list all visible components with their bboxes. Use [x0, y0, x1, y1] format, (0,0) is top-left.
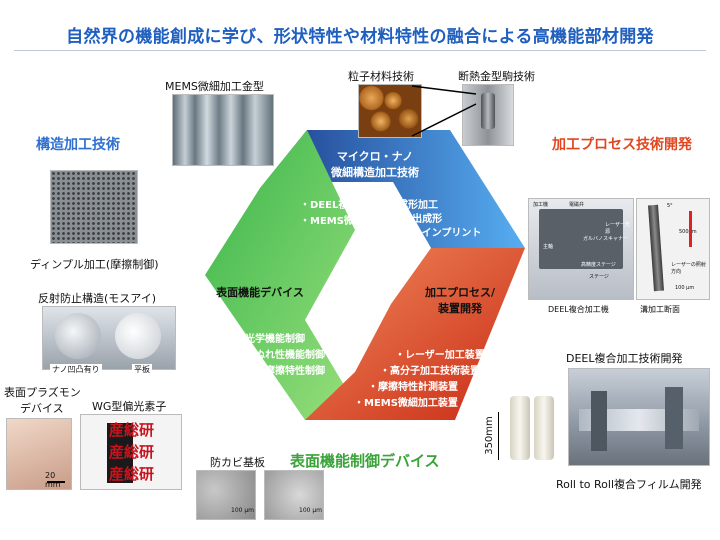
machine-body [539, 209, 623, 269]
plasmon-label-1: 表面プラズモン [4, 386, 81, 399]
red-title-1: 加工プロセス/ [424, 286, 496, 299]
aist-logo: 産総研 [109, 465, 155, 483]
r2r-label: Roll to Roll複合フィルム開発 [556, 478, 702, 491]
r2r-image [568, 368, 710, 466]
polarizer-chip [107, 423, 133, 483]
sample-disc-icon [55, 313, 101, 359]
antireflect-label: 反射防止構造(モスアイ) [38, 292, 157, 305]
structure-heading: 構造加工技術 [36, 137, 120, 153]
machine-tag: ガルバノスキャナー [583, 236, 629, 242]
blue-item-right: -射出成形 [398, 214, 443, 225]
hex-segment-blue [265, 130, 525, 248]
insulated-label: 断熱金型駒技術 [458, 70, 535, 83]
depth-tag: 500μm [679, 229, 697, 235]
title-divider [14, 50, 706, 51]
green-title: 表面機能デバイス [216, 286, 304, 299]
plasmon-image: 20 mm [6, 418, 72, 490]
particle-label: 粒子材料技術 [348, 70, 414, 83]
green-item: ・光学機能制御 [235, 334, 305, 345]
dimension-line [498, 412, 499, 460]
green-item: ・ぬれ性機能制御 [245, 350, 325, 361]
process-dev-heading: 加工プロセス技術開発 [552, 137, 692, 153]
machine-tag: 電磁弁 [569, 202, 585, 208]
flat-label: 平板 [132, 364, 152, 375]
laser-beam [689, 211, 692, 247]
hex-segment-red [305, 248, 525, 420]
red-item: ・レーザー加工装置 [395, 350, 485, 361]
machine-unit [665, 387, 683, 449]
scale-bar-label: 20 mm [45, 471, 61, 489]
scale-label: 100 μm [675, 285, 695, 291]
dimple-image [50, 170, 138, 244]
blue-item-right: -ナノインプリント [398, 228, 482, 239]
angle-tag: 5° [667, 203, 673, 209]
hex-diagram [205, 130, 525, 420]
wg-label: WG型偏光素子 [92, 400, 167, 413]
antimold-image-2: 100 μm [264, 470, 324, 520]
mems-mold-image [172, 94, 274, 166]
blue-title-2: 微細構造加工技術 [331, 166, 419, 179]
machine-tag: 加工機 [533, 202, 549, 208]
antireflect-image [42, 306, 176, 370]
film-roll-icon [510, 396, 530, 460]
surface-control-heading: 表面機能制御デバイス [290, 452, 440, 470]
machine-tag: レーザー光源 [605, 222, 630, 235]
blue-item-right: ・成形加工 [388, 200, 438, 211]
incident-tag: レーザーの照射方向 [671, 262, 706, 275]
dimension-label: 350mm [483, 416, 495, 455]
antimold-image-1: 100 μm [196, 470, 256, 520]
scale-label: 100 μm [299, 507, 323, 514]
mems-mold-label: MEMS微細加工金型 [165, 80, 264, 93]
connector-lines [411, 85, 477, 137]
red-item: ・高分子加工技術装置 [380, 366, 480, 377]
blue-title-1: マイクロ・ナノ [336, 150, 414, 163]
blue-item: ・DEEL複合加工 [300, 200, 379, 211]
aist-logo: 産総研 [109, 421, 155, 439]
plasmon-label-2: デバイス [20, 402, 64, 415]
deel-machine-label: DEEL複合加工機 [548, 305, 609, 314]
machine-unit [591, 391, 607, 451]
deel-machine-image: 加工機 電磁弁 レーザー光源 ガルバノスキャナー 主軸 高精度ステージ ステージ [528, 198, 634, 300]
blue-item: ・MEMS微細加工 [300, 216, 384, 227]
wg-image: 産総研 産総研 産総研 [80, 414, 182, 490]
mold-pin-icon [481, 93, 495, 129]
green-item: ・摩擦特性制御 [255, 366, 325, 377]
sample-disc-icon [115, 313, 161, 359]
groove-label: 溝加工断面 [640, 305, 680, 314]
red-item: ・摩擦特性計測装置 [368, 382, 458, 393]
insulated-image [462, 84, 514, 146]
deel-dev-label: DEEL複合加工技術開発 [566, 352, 683, 365]
film-roll-icon [534, 396, 554, 460]
groove-image: 5° 500μm レーザーの照射方向 100 μm [636, 198, 710, 300]
nano-with-label: ナノ凹凸有り [50, 364, 102, 375]
antimold-label: 防カビ基板 [210, 456, 265, 469]
scale-label: 100 μm [231, 507, 255, 514]
aist-logo: 産総研 [109, 443, 155, 461]
red-title-2: 装置開発 [438, 302, 482, 315]
groove-profile [648, 204, 664, 292]
machine-tag: 高精度ステージ [581, 262, 616, 268]
machine-tag: 主軸 [543, 244, 554, 250]
red-item: ・MEMS微細加工装置 [354, 398, 458, 409]
particle-image [358, 84, 422, 138]
dimple-label: ディンプル加工(摩擦制御) [30, 258, 159, 271]
scale-bar [47, 481, 65, 483]
page-title: 自然界の機能創成に学び、形状特性や材料特性の融合による高機能部材開発 [66, 27, 654, 47]
hex-segment-green [205, 130, 365, 420]
machine-tag: ステージ [589, 274, 609, 280]
